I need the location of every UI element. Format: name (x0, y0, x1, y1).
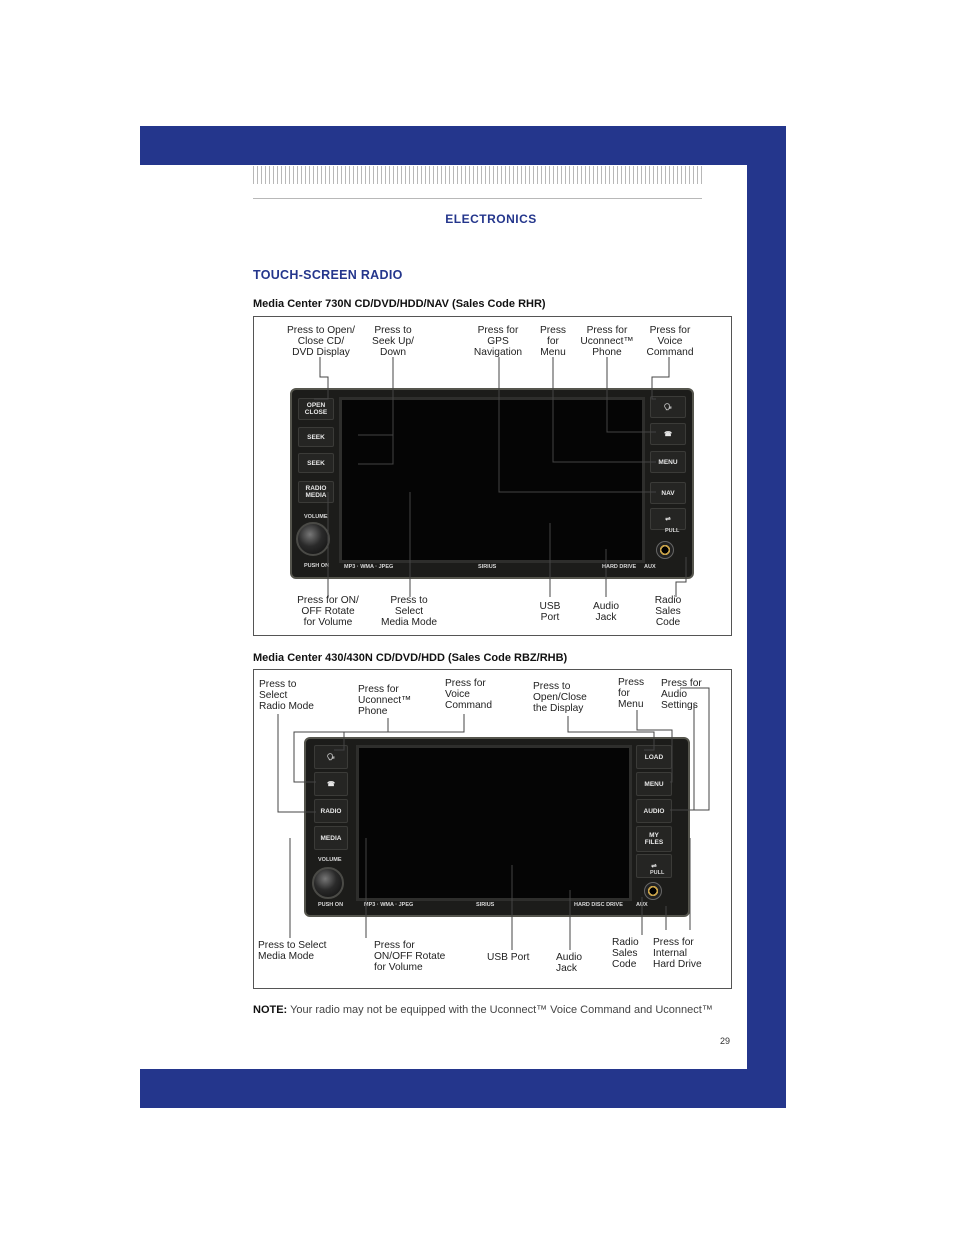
hard-disc-label: HARD DISC DRIVE (574, 902, 623, 908)
figure1-leader-lines (314, 357, 687, 597)
radio-button[interactable]: RADIO (314, 799, 348, 823)
voice-command-icon: 🗣 (663, 403, 673, 411)
audio-button[interactable]: AUDIO (636, 799, 672, 823)
phone-icon: ☎ (326, 780, 336, 788)
note: NOTE: Your radio may not be equipped wit… (253, 1004, 713, 1016)
callout-media-mode: Press to Select Media Mode (380, 595, 438, 628)
voice-command-icon: 🗣 (326, 753, 336, 761)
callout-on-off-2: Press for ON/OFF Rotate for Volume (374, 940, 446, 973)
nav-button[interactable]: NAV (650, 482, 686, 504)
top-color-band (140, 126, 786, 165)
page-number: 29 (719, 1036, 730, 1046)
figure2-caption: Media Center 430/430N CD/DVD/HDD (Sales … (253, 652, 568, 664)
aux-audio-jack-2[interactable] (644, 882, 662, 900)
note-text: Your radio may not be equipped with the … (290, 1004, 713, 1016)
bottom-color-band (140, 1069, 786, 1108)
callout-audio-jack-2: Audio Jack (556, 952, 583, 974)
usb-icon: ⇌ (665, 515, 671, 523)
radio-730n-unit: OPEN CLOSE SEEK SEEK RADIO MEDIA VOLUME … (290, 388, 694, 579)
sirius-logo: SIRIUS (478, 564, 497, 570)
load-button[interactable]: LOAD (636, 745, 672, 769)
figure1-caption: Media Center 730N CD/DVD/HDD/NAV (Sales … (253, 298, 546, 310)
callout-sales-code-2: Radio Sales Code (612, 937, 639, 970)
my-files-button[interactable]: MY FILES (636, 826, 672, 852)
figure1-box: Press to Open/ Close CD/ DVD Display Pre… (253, 316, 732, 636)
callout-audio-settings: Press for Audio Settings (661, 678, 702, 711)
phone-button-2[interactable]: ☎ (314, 772, 348, 796)
phone-button[interactable]: ☎ (650, 423, 686, 445)
callout-on-off: Press for ON/ OFF Rotate for Volume (297, 595, 359, 628)
aux-audio-jack[interactable] (656, 541, 674, 559)
page-heading: TOUCH-SCREEN RADIO (253, 268, 403, 282)
callout-menu-2: Press for Menu (618, 677, 645, 710)
callout-gps: Press for GPS Navigation (473, 325, 523, 358)
callout-usb: USB Port (539, 601, 561, 623)
callout-hard-drive: Press for Internal Hard Drive (653, 937, 702, 970)
volume-knob-2[interactable] (312, 867, 344, 899)
volume-label: VOLUME (304, 514, 328, 520)
media-button[interactable]: MEDIA (314, 826, 348, 850)
push-on-label-2: PUSH ON (318, 902, 344, 908)
formats-label: MP3 · WMA · JPEG (344, 564, 394, 570)
voice-command-button-2[interactable]: 🗣 (314, 745, 348, 769)
callout-phone: Press for Uconnect™ Phone (580, 325, 634, 358)
callout-audio-jack: Audio Jack (592, 601, 620, 623)
right-color-band (747, 126, 786, 1108)
usb-icon: ⇌ (651, 862, 657, 870)
touch-screen-2[interactable] (356, 745, 632, 901)
callout-open-display: Press to Open/Close the Display (533, 681, 587, 714)
callout-open-close: Press to Open/ Close CD/ DVD Display (287, 325, 355, 358)
figure2-box: Press to Select Radio Mode Press for Uco… (253, 669, 732, 989)
hard-drive-label: HARD DRIVE (602, 564, 637, 570)
radio-430n-unit: 🗣 ☎ RADIO MEDIA VOLUME PUSH ON LOAD MENU… (304, 737, 690, 917)
push-on-label: PUSH ON (304, 563, 330, 569)
volume-label-2: VOLUME (318, 857, 342, 863)
volume-knob[interactable] (296, 522, 330, 556)
touch-screen[interactable] (339, 397, 645, 563)
menu-button-2[interactable]: MENU (636, 772, 672, 796)
seek-up-button[interactable]: SEEK (298, 427, 334, 447)
callout-usb-2: USB Port (487, 952, 530, 963)
radio-media-button[interactable]: RADIO MEDIA (298, 481, 334, 503)
callout-seek: Press to Seek Up/ Down (372, 325, 414, 358)
callout-radio-mode: Press to Select Radio Mode (259, 679, 314, 712)
aux-label: AUX (644, 564, 656, 570)
callout-voice-2: Press for Voice Command (445, 678, 492, 711)
sirius-logo-2: SIRIUS (476, 902, 495, 908)
seek-down-button[interactable]: SEEK (298, 453, 334, 473)
phone-icon: ☎ (663, 430, 673, 438)
section-title: ELECTRONICS (445, 212, 537, 226)
callout-media-mode-2: Press to Select Media Mode (258, 940, 327, 962)
menu-button[interactable]: MENU (650, 451, 686, 473)
callout-sales-code: Radio Sales Code (654, 595, 682, 628)
header-rule (253, 198, 702, 199)
pull-label: PULL (665, 528, 680, 534)
callout-voice: Press for Voice Command (646, 325, 694, 358)
voice-command-button[interactable]: 🗣 (650, 396, 686, 418)
usb-port-2[interactable]: ⇌ (636, 854, 672, 878)
pull-label-2: PULL (650, 870, 665, 876)
note-label: NOTE: (253, 1004, 288, 1016)
usb-port[interactable]: ⇌ (650, 508, 686, 530)
figure2-leader-lines (277, 687, 710, 950)
callout-menu: Press for Menu (539, 325, 567, 358)
decorative-tick-strip (253, 166, 703, 184)
callout-phone-2: Press for Uconnect™ Phone (358, 684, 412, 717)
formats-label-2: MP3 · WMA · JPEG (364, 902, 414, 908)
